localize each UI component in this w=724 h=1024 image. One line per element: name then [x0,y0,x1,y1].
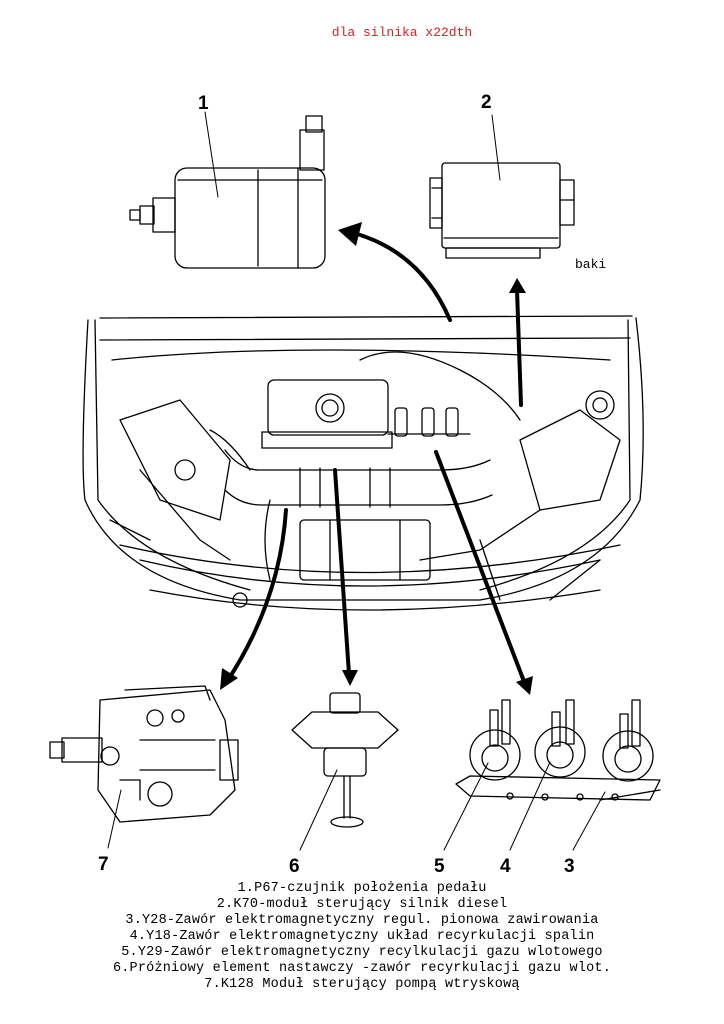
caption-text: dla silnika x22dth [331,25,473,40]
callout-1: 1 [198,93,209,114]
callout-3: 3 [564,856,575,877]
pedal-sensor-illustration [129,115,326,269]
vacuum-actuator-illustration [291,692,399,828]
legend-item-1: 1.P67-czujnik położenia pedału [237,881,487,896]
diagram-caption: dla silnika x22dth [0,25,724,40]
legend-item-5: 5.Y29-Zawór elektromagnetyczny recylkula… [121,945,603,960]
callout-4: 4 [500,856,511,877]
callout-2: 2 [481,92,492,113]
side-label: baki [575,257,607,272]
legend-item-4: 4.Y18-Zawór elektromagnetyczny układ rec… [129,929,595,944]
leader-lines [107,111,606,851]
legend-item-2: 2.K70-moduł sterujący silnik diesel [216,897,508,912]
solenoid-valves-illustration [455,699,661,801]
callout-5: 5 [434,856,445,877]
callout-7: 7 [98,854,109,875]
legend-item-6: 6.Próżniowy element nastawczy -zawór rec… [112,961,612,976]
callout-6: 6 [289,856,300,877]
legend: 1.P67-czujnik położenia pedału 2.K70-mod… [0,881,724,993]
legend-item-7: 7.K128 Moduł sterujący pompą wtryskową [204,977,520,992]
engine-bay-outline [82,315,644,611]
legend-item-3: 3.Y28-Zawór elektromagnetyczny regul. pi… [125,913,599,928]
control-module-illustration [429,162,575,259]
pointer-arrows [226,230,527,686]
injection-pump-illustration [49,685,239,823]
arrow-heads [220,222,533,695]
